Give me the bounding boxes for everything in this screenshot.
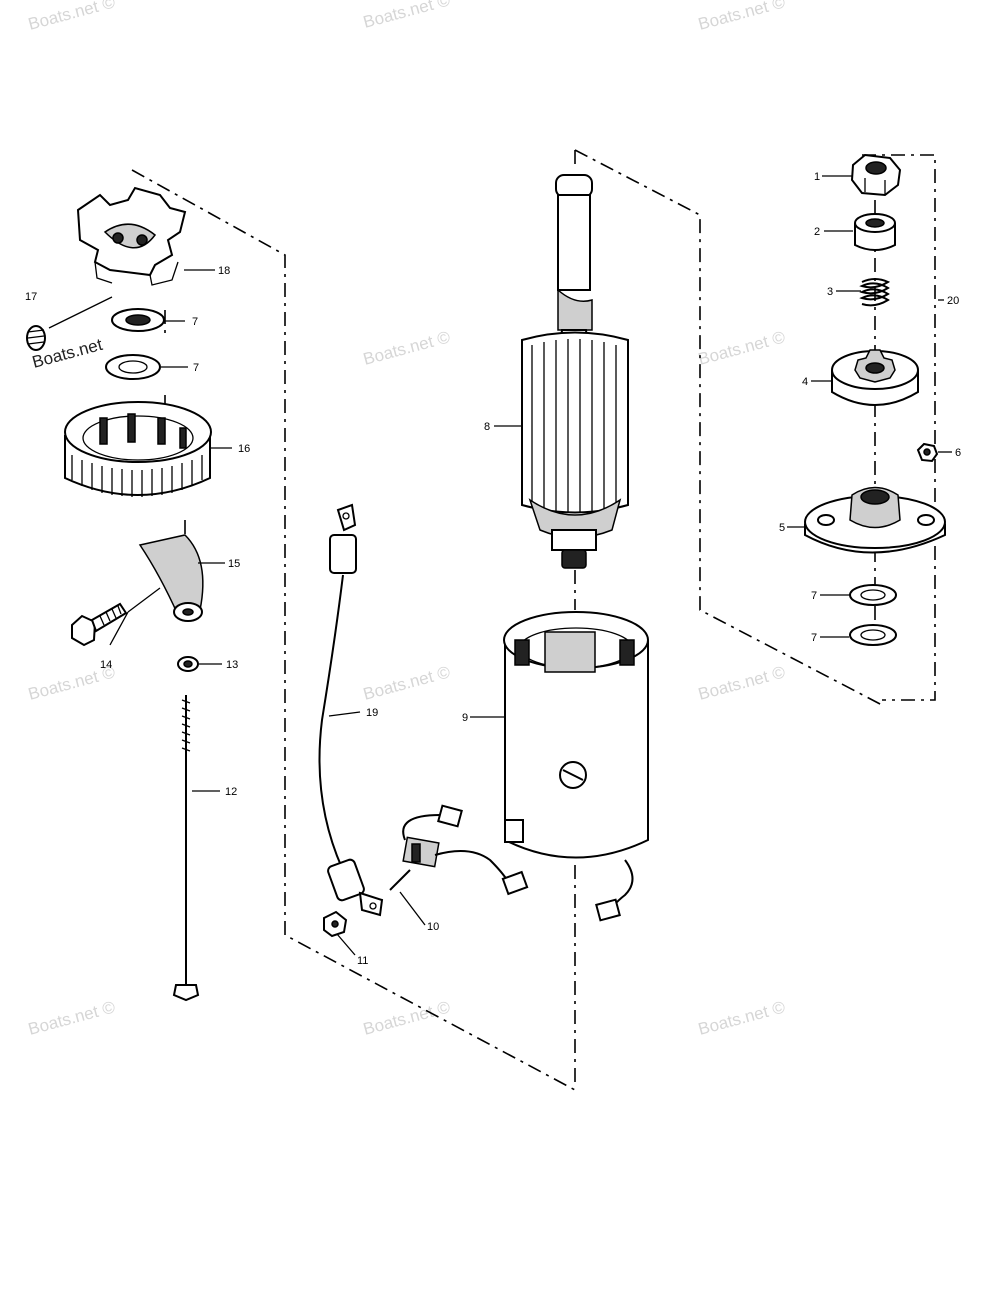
lead-wire (318, 503, 384, 917)
through-bolt (172, 695, 200, 1002)
callout-10: 10 (427, 921, 439, 933)
terminal-nut (323, 910, 348, 938)
callout-18: 18 (218, 265, 230, 277)
washer-upper-right (849, 584, 897, 606)
watermark: Boats.net © (696, 327, 787, 369)
callout-1: 1 (814, 171, 820, 183)
motor-frame (503, 611, 649, 922)
leader-lines (48, 175, 952, 956)
washer-lower-left (105, 354, 161, 380)
end-plate (76, 186, 187, 286)
small-spring (26, 325, 46, 351)
drive-end-head (804, 486, 946, 554)
brush-set (389, 804, 529, 896)
spacer-bushing (854, 213, 896, 251)
callouts: 1 2 3 4 5 6 7 7 7 7 8 9 10 11 12 13 14 1… (25, 171, 961, 967)
callout-17: 17 (25, 291, 37, 303)
drive-assembly-outline (862, 154, 936, 701)
drive-pinion-gear (831, 349, 919, 406)
right-assembly-outline (574, 149, 883, 706)
callout-16: 16 (238, 443, 250, 455)
bracket-bolt (71, 602, 128, 647)
callout-4: 4 (802, 376, 808, 388)
callout-11: 11 (357, 955, 368, 967)
watermarks: Boats.net © Boats.net © Boats.net © Boat… (26, 0, 787, 1039)
callout-5: 5 (779, 522, 785, 534)
small-hex-nut (916, 442, 939, 463)
hex-nut (850, 153, 902, 197)
callout-20: 20 (947, 295, 959, 307)
washer-lower-right (849, 624, 897, 646)
left-assembly-outline (131, 169, 576, 1091)
callout-7-right-lower: 7 (811, 632, 817, 644)
watermark: Boats.net © (696, 997, 787, 1039)
callout-2: 2 (814, 226, 820, 238)
watermark: Boats.net © (26, 0, 117, 34)
callout-9: 9 (462, 712, 468, 724)
callout-15: 15 (228, 558, 240, 570)
callout-7-left-lower: 7 (193, 362, 199, 374)
callout-6: 6 (955, 447, 961, 459)
armature (521, 174, 629, 569)
callout-19: 19 (366, 707, 378, 719)
watermark: Boats.net © (361, 0, 452, 32)
watermark: Boats.net © (361, 662, 452, 704)
callout-13: 13 (226, 659, 238, 671)
watermark: Boats.net © (696, 662, 787, 704)
watermark: Boats.net © (361, 327, 452, 369)
callout-7-left-upper: 7 (192, 316, 198, 328)
brush-holder-housing (64, 401, 212, 497)
small-nut (177, 656, 199, 672)
mounting-bracket (138, 534, 204, 622)
washer-top-left (111, 308, 165, 332)
callout-8: 8 (484, 421, 490, 433)
watermark: Boats.net © (361, 997, 452, 1039)
callout-3: 3 (827, 286, 833, 298)
callout-14: 14 (100, 659, 112, 671)
callout-7-right-upper: 7 (811, 590, 817, 602)
callout-12: 12 (225, 786, 237, 798)
drive-spring (859, 278, 891, 307)
watermark: Boats.net © (696, 0, 787, 34)
watermark: Boats.net © (26, 997, 117, 1039)
